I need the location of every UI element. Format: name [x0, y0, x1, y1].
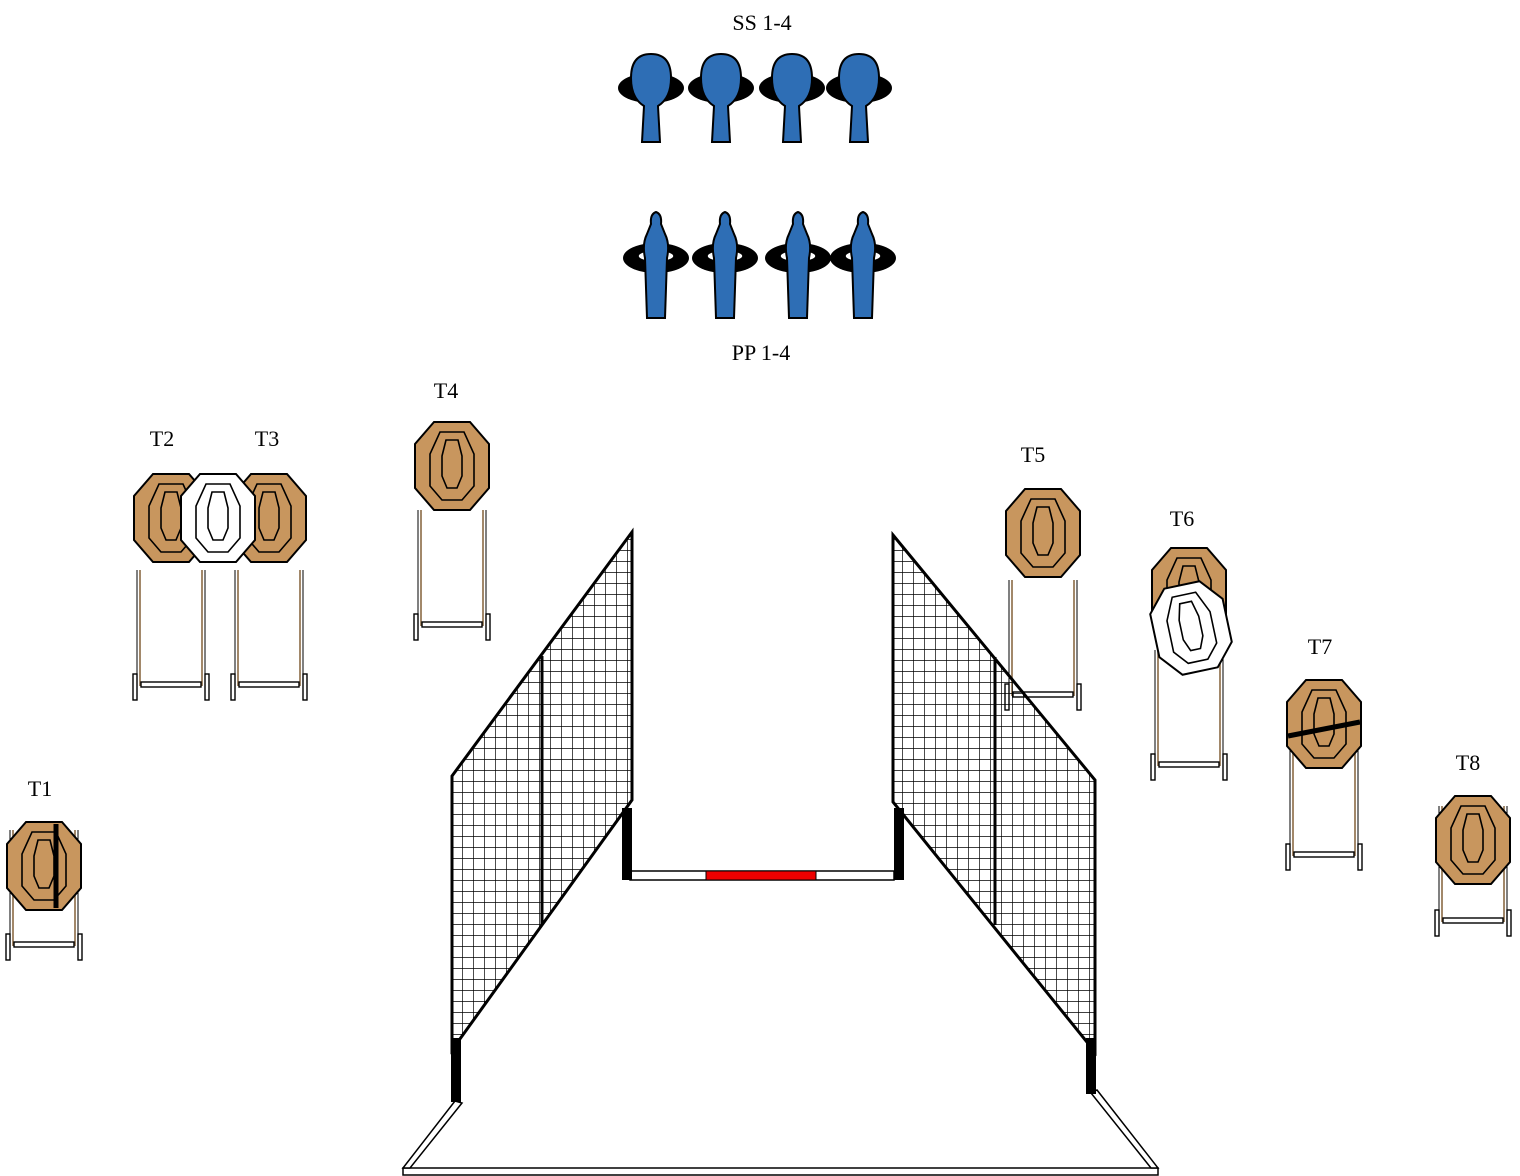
target-t6 [1144, 547, 1238, 781]
start-marker [705, 870, 817, 881]
fault-line-bottom [402, 1167, 1159, 1176]
label-t5: T5 [1021, 442, 1045, 467]
wall-base-left [894, 808, 904, 880]
steel-popper-ss-4 [825, 53, 893, 143]
label-t6: T6 [1170, 506, 1194, 531]
target-t5 [1004, 488, 1082, 711]
label-ss: SS 1-4 [732, 10, 791, 35]
target-stand [230, 569, 308, 701]
target-t1 [5, 821, 83, 961]
label-pp: PP 1-4 [732, 340, 790, 365]
steel-popper-pp-1 [622, 211, 690, 319]
hard-cover-edge [1287, 719, 1361, 739]
target-t7 [1285, 679, 1363, 871]
label-t4: T4 [434, 378, 458, 403]
steel-group-ss [617, 53, 893, 143]
paper-target [1435, 795, 1511, 885]
wall-right [891, 530, 1097, 1094]
label-t8: T8 [1456, 750, 1480, 775]
paper-target [1005, 488, 1081, 578]
target-stand [413, 509, 491, 641]
label-t3: T3 [255, 426, 279, 451]
target-t8 [1434, 795, 1512, 937]
target-t4 [413, 421, 491, 641]
paper-target [6, 821, 82, 911]
steel-group-pp [622, 211, 897, 319]
shooting-box [401, 870, 1160, 1176]
steel-popper-pp-3 [764, 211, 832, 319]
fault-line-right [1089, 1089, 1160, 1169]
label-t2: T2 [150, 426, 174, 451]
target-stand [132, 569, 210, 701]
paper-target [414, 421, 490, 511]
fault-line-left [401, 1100, 464, 1169]
steel-popper-pp-2 [691, 211, 759, 319]
no-shoot-target [180, 473, 256, 563]
label-t7: T7 [1308, 634, 1332, 659]
wall-base-left [451, 1038, 461, 1102]
wall-base-right [622, 808, 632, 880]
steel-popper-ss-1 [617, 53, 685, 143]
label-t1: T1 [28, 776, 52, 801]
steel-popper-pp-4 [829, 211, 897, 319]
wall-base-right [1086, 1038, 1096, 1094]
wall-left [450, 527, 634, 1102]
steel-popper-ss-3 [758, 53, 826, 143]
steel-popper-ss-2 [687, 53, 755, 143]
